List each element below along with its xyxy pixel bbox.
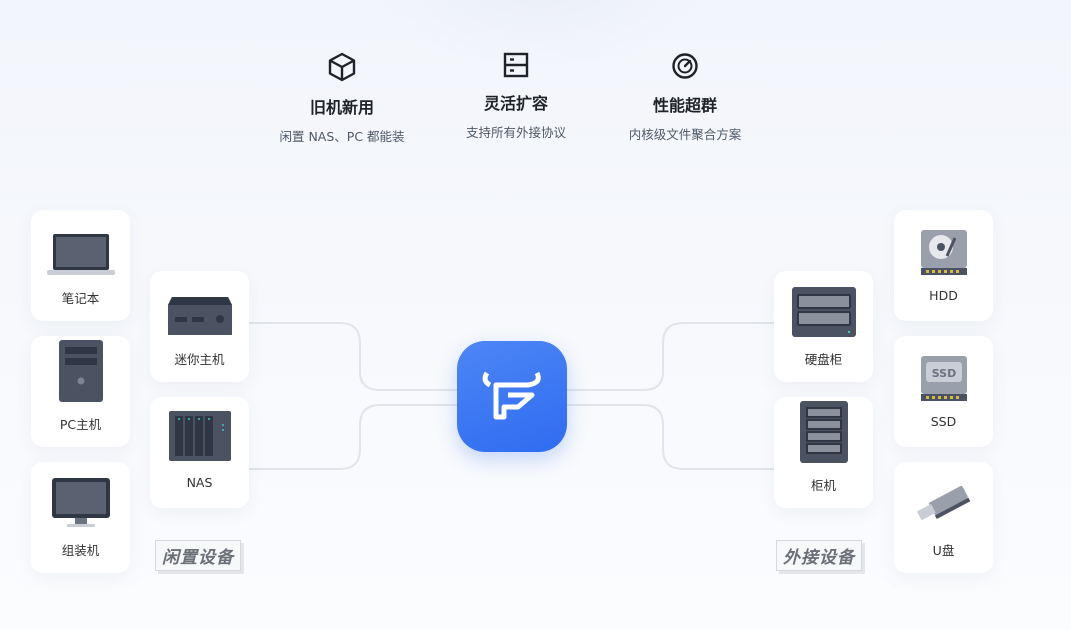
device-card-ssd: SSD SSD <box>894 336 993 447</box>
feature-title: 灵活扩容 <box>483 94 548 113</box>
bull-logo-icon <box>482 371 541 419</box>
device-label: NAS <box>186 475 213 490</box>
hdd-icon <box>920 230 967 275</box>
mini-pc-icon <box>167 297 232 335</box>
device-label: 笔记本 <box>61 291 100 306</box>
feature-old-machine: 旧机新用 闲置 NAS、PC 都能装 <box>252 52 432 145</box>
feature-title: 性能超群 <box>652 96 717 115</box>
usb-drive-icon <box>916 486 970 521</box>
ssd-icon-text: SSD <box>931 367 955 380</box>
feature-title: 旧机新用 <box>309 98 374 117</box>
device-label: PC主机 <box>59 417 102 432</box>
device-label: 组装机 <box>61 543 100 558</box>
feature-expansion: 灵活扩容 支持所有外接协议 <box>426 52 606 141</box>
device-card-laptop: 笔记本 <box>31 210 130 321</box>
app-logo <box>457 341 567 452</box>
device-card-nas: NAS <box>150 397 249 508</box>
device-label: SSD <box>930 414 957 429</box>
cube-icon <box>328 52 356 82</box>
feature-subtitle: 支持所有外接协议 <box>465 125 566 140</box>
device-card-usb: U盘 <box>894 462 993 573</box>
nas-icon <box>168 411 231 461</box>
external-devices-label: 外接设备 <box>776 540 862 571</box>
disk-enclosure-icon <box>791 287 856 337</box>
feature-subtitle: 内核级文件聚合方案 <box>628 127 742 142</box>
device-card-disk-enclosure: 硬盘柜 <box>774 271 873 382</box>
storage-icon <box>503 52 529 78</box>
device-card-mini-pc: 迷你主机 <box>150 271 249 382</box>
device-label: U盘 <box>932 543 955 558</box>
device-card-pc: PC主机 <box>31 336 130 447</box>
device-card-desktop: 组装机 <box>31 462 130 573</box>
monitor-icon <box>51 478 110 527</box>
device-card-cabinet: 柜机 <box>774 397 873 508</box>
device-label: 迷你主机 <box>174 352 225 367</box>
device-label: 硬盘柜 <box>804 352 843 367</box>
device-card-hdd: HDD <box>894 210 993 321</box>
device-label: HDD <box>929 288 958 303</box>
device-label: 柜机 <box>810 478 836 493</box>
pc-tower-icon <box>58 340 103 402</box>
speedometer-icon <box>672 53 698 79</box>
ssd-icon: SSD <box>920 356 967 401</box>
laptop-icon <box>46 234 115 275</box>
feature-subtitle: 闲置 NAS、PC 都能装 <box>279 129 405 144</box>
cabinet-server-icon <box>799 401 848 463</box>
feature-performance: 性能超群 内核级文件聚合方案 <box>595 52 775 143</box>
idle-devices-label: 闲置设备 <box>155 540 241 571</box>
